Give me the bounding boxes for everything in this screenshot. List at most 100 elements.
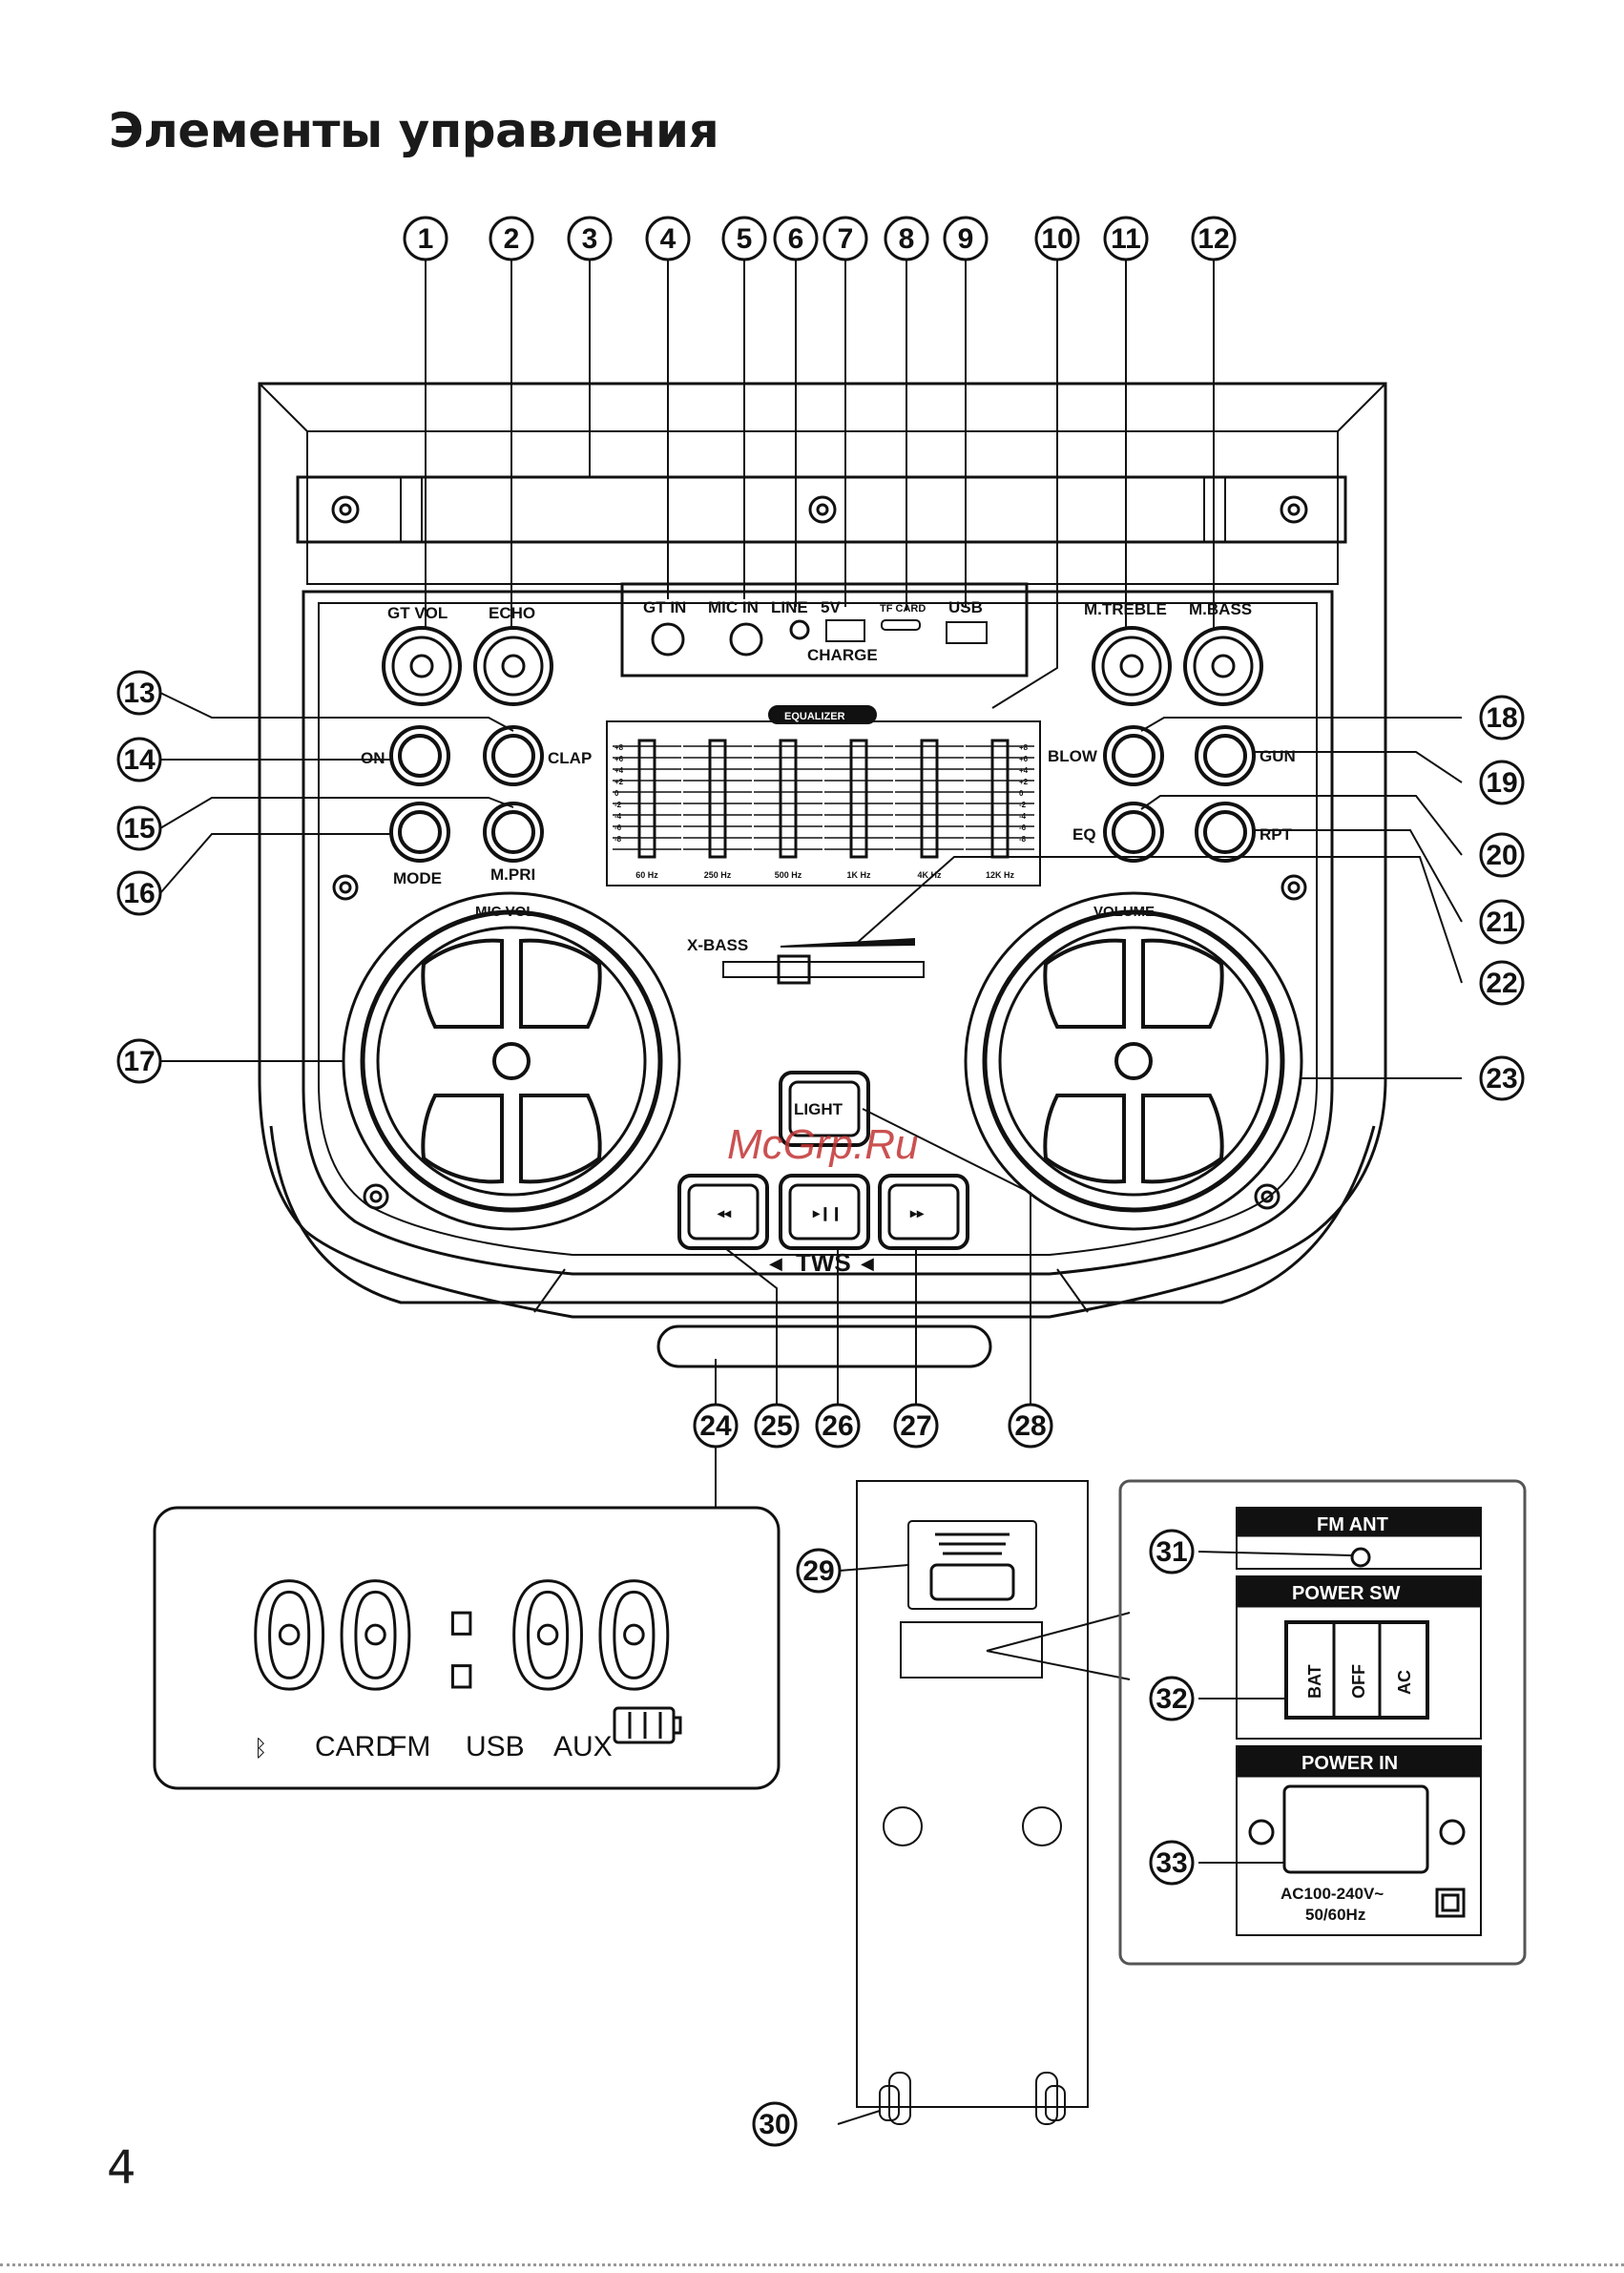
callout-number: 14 bbox=[123, 744, 156, 776]
label-rpt: RPT bbox=[1260, 825, 1293, 844]
label-5v: 5V bbox=[821, 598, 841, 616]
eq-scale-label: +2 bbox=[1019, 778, 1029, 786]
eq-scale-label: +2 bbox=[614, 778, 624, 786]
previous-icon: ◂◂ bbox=[717, 1205, 732, 1220]
callout-number: 32 bbox=[1156, 1683, 1187, 1715]
rear-connector-panel bbox=[1118, 1479, 1527, 1966]
eq-scale-label: +4 bbox=[614, 766, 624, 775]
eq-band-label: 1K Hz bbox=[846, 870, 871, 880]
knob-echo[interactable] bbox=[473, 626, 553, 706]
callout-number: 17 bbox=[123, 1046, 155, 1077]
callout-15: 15 bbox=[116, 805, 162, 851]
callout-3: 3 bbox=[567, 216, 613, 261]
play-pause-button[interactable] bbox=[779, 1174, 870, 1250]
callout-number: 27 bbox=[900, 1410, 931, 1442]
x-bass-slider[interactable] bbox=[722, 937, 925, 985]
page-title: Элементы управления bbox=[109, 103, 719, 158]
callout-32: 32 bbox=[1149, 1676, 1195, 1721]
eq-slider[interactable] bbox=[708, 739, 727, 859]
callout-number: 11 bbox=[1111, 223, 1141, 255]
label-fm-ant: FM ANT bbox=[1317, 1514, 1388, 1535]
eq-slider[interactable] bbox=[920, 739, 939, 859]
eq-button[interactable] bbox=[1103, 802, 1164, 863]
callout-12: 12 bbox=[1191, 216, 1237, 261]
screws bbox=[331, 495, 1308, 1210]
page-number: 4 bbox=[107, 2141, 136, 2195]
label-m-pri: M.PRI bbox=[490, 865, 535, 884]
callout-23: 23 bbox=[1479, 1055, 1525, 1101]
callout-13: 13 bbox=[116, 670, 162, 716]
indicator-card: CARD bbox=[315, 1731, 396, 1762]
speaker-icon-right: ◀ bbox=[861, 1254, 874, 1273]
label-light: LIGHT bbox=[794, 1100, 843, 1118]
gun-button[interactable] bbox=[1195, 725, 1256, 786]
eq-slider[interactable] bbox=[779, 739, 798, 859]
label-mode: MODE bbox=[393, 869, 442, 887]
callout-9: 9 bbox=[943, 216, 989, 261]
callout-28: 28 bbox=[1008, 1403, 1053, 1449]
mic-vol-knob[interactable] bbox=[342, 891, 681, 1231]
next-button[interactable] bbox=[878, 1174, 969, 1250]
switch-off: OFF bbox=[1349, 1664, 1368, 1699]
label-blow: BLOW bbox=[1048, 747, 1098, 765]
callout-11: 11 bbox=[1103, 216, 1149, 261]
next-icon: ▸▸ bbox=[909, 1205, 925, 1220]
label-power-in: POWER IN bbox=[1301, 1753, 1398, 1774]
eq-scale-label: -8 bbox=[614, 835, 622, 844]
callout-27: 27 bbox=[893, 1403, 939, 1449]
rear-panel bbox=[856, 1480, 1131, 2108]
input-panel bbox=[620, 582, 1029, 678]
label-gt-vol: GT VOL bbox=[387, 604, 448, 622]
previous-button[interactable] bbox=[677, 1174, 769, 1250]
label-power-sw: POWER SW bbox=[1292, 1583, 1400, 1604]
eq-slider[interactable] bbox=[637, 739, 656, 859]
callout-number: 24 bbox=[699, 1410, 732, 1442]
eq-scale-label: -2 bbox=[1019, 801, 1027, 809]
switch-bat: BAT bbox=[1305, 1664, 1324, 1699]
callout-6: 6 bbox=[773, 216, 819, 261]
callout-10: 10 bbox=[1034, 216, 1080, 261]
volume-knob[interactable] bbox=[964, 891, 1303, 1231]
callout-2: 2 bbox=[489, 216, 534, 261]
eq-band-label: 500 Hz bbox=[775, 870, 802, 880]
callout-17: 17 bbox=[116, 1038, 162, 1084]
light-button[interactable] bbox=[779, 1071, 870, 1147]
callout-number: 12 bbox=[1197, 223, 1229, 255]
eq-band-label: 12K Hz bbox=[986, 870, 1015, 880]
callout-number: 18 bbox=[1486, 702, 1517, 734]
label-eq: EQ bbox=[1072, 825, 1096, 844]
speaker-body bbox=[258, 382, 1387, 1368]
page-bottom-rule bbox=[0, 2263, 1624, 2266]
callout-21: 21 bbox=[1479, 899, 1525, 945]
label-line: LINE bbox=[771, 598, 808, 616]
callout-30: 30 bbox=[752, 2101, 798, 2147]
blow-button[interactable] bbox=[1103, 725, 1164, 786]
watermark: McGrp.Ru bbox=[727, 1121, 918, 1168]
knob-m-treble[interactable] bbox=[1092, 626, 1172, 706]
callout-4: 4 bbox=[645, 216, 691, 261]
rpt-button[interactable] bbox=[1195, 802, 1256, 863]
knob-gt-vol[interactable] bbox=[382, 626, 462, 706]
label-mic-vol: MIC VOL bbox=[475, 904, 535, 920]
knob-m-bass[interactable] bbox=[1183, 626, 1263, 706]
callout-number: 30 bbox=[759, 2109, 790, 2140]
callout-number: 9 bbox=[958, 223, 974, 255]
mode-button[interactable] bbox=[389, 802, 450, 863]
clap-button[interactable] bbox=[483, 725, 544, 786]
label-gun: GUN bbox=[1260, 747, 1296, 765]
eq-band-label: 60 Hz bbox=[635, 870, 658, 880]
callout-29: 29 bbox=[796, 1548, 842, 1594]
callout-16: 16 bbox=[116, 870, 162, 916]
callout-26: 26 bbox=[815, 1403, 861, 1449]
m-pri-button[interactable] bbox=[483, 802, 544, 863]
eq-scale-label: +6 bbox=[1019, 755, 1029, 763]
callout-31: 31 bbox=[1149, 1529, 1195, 1574]
callout-number: 31 bbox=[1156, 1536, 1187, 1568]
on-button[interactable] bbox=[389, 725, 450, 786]
eq-slider[interactable] bbox=[849, 739, 868, 859]
callout-number: 19 bbox=[1486, 767, 1517, 799]
label-charge: CHARGE bbox=[807, 646, 878, 664]
